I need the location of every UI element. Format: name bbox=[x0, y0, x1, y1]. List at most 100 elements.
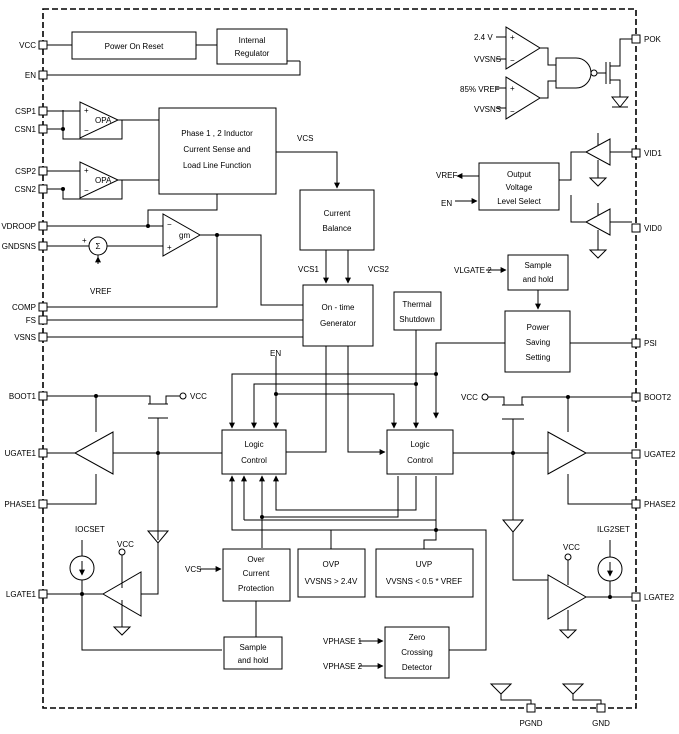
opa-2-amplifier bbox=[79, 161, 120, 199]
vphase2-label: VPHASE 2 bbox=[323, 662, 363, 671]
pin-gnd: GND bbox=[592, 719, 610, 728]
output-voltage-label-1: Output bbox=[507, 170, 532, 179]
comparator-2 bbox=[505, 76, 541, 120]
vphase1-label: VPHASE 1 bbox=[323, 637, 363, 646]
ugate2-driver bbox=[547, 431, 588, 475]
vlgate2-label: VLGATE 2 bbox=[454, 266, 492, 275]
sample-bottom-label-2: and hold bbox=[238, 656, 269, 665]
sigma-plus: + bbox=[82, 236, 87, 245]
chip-outline bbox=[42, 8, 637, 709]
sample-top-label-2: and hold bbox=[523, 275, 554, 284]
pgnd-ground bbox=[489, 683, 532, 704]
pin-ugate2: UGATE2 bbox=[644, 450, 676, 459]
power-saving-label-1: Power bbox=[527, 323, 550, 332]
cmp2-plus: + bbox=[510, 84, 515, 93]
pin-phase2: PHASE2 bbox=[644, 500, 676, 509]
v85-label: 85% VREF bbox=[460, 85, 500, 94]
vcc-label-boot2: VCC bbox=[461, 393, 478, 402]
sigma-label: Σ bbox=[96, 242, 101, 251]
pin-vdroop: VDROOP bbox=[1, 222, 36, 231]
regulator-label-1: Internal bbox=[239, 36, 266, 45]
current-sense-label-2: Current Sense and bbox=[183, 145, 250, 154]
pin-gndsns: GNDSNS bbox=[2, 242, 36, 251]
vcs-label-ocp: VCS bbox=[185, 565, 201, 574]
pin-csp1: CSP1 bbox=[15, 107, 36, 116]
opa-1-minus: − bbox=[84, 126, 89, 135]
logic-left-label-1: Logic bbox=[244, 440, 263, 449]
vcs-label: VCS bbox=[297, 134, 313, 143]
logic-right-label-1: Logic bbox=[410, 440, 429, 449]
uvp-label: UVP bbox=[416, 560, 432, 569]
iocset-label: IOCSET bbox=[75, 525, 105, 534]
v24-label: 2.4 V bbox=[474, 33, 493, 42]
pin-boot1: BOOT1 bbox=[9, 392, 37, 401]
pin-boot2: BOOT2 bbox=[644, 393, 672, 402]
vref-label-sum: VREF bbox=[90, 287, 111, 296]
vvsns-label-2: VVSNS bbox=[474, 105, 501, 114]
pin-vcc: VCC bbox=[19, 41, 36, 50]
current-balance-block bbox=[299, 189, 375, 251]
gnd-ground bbox=[561, 683, 602, 704]
cmp1-plus: + bbox=[510, 33, 515, 42]
left-pins: VCC EN CSP1 CSN1 CSP2 CSN2 VDROOP GNDSNS… bbox=[1, 40, 48, 599]
cmp1-minus: − bbox=[510, 56, 515, 65]
ocp-label-1: Over bbox=[247, 555, 265, 564]
current-balance-label-2: Balance bbox=[323, 224, 352, 233]
current-sense-block bbox=[158, 107, 277, 195]
pin-csn2: CSN2 bbox=[15, 185, 37, 194]
lgate2-driver bbox=[547, 574, 587, 620]
output-voltage-label-2: Voltage bbox=[506, 183, 533, 192]
ovp-block bbox=[297, 548, 366, 598]
ocp-label-2: Current bbox=[243, 569, 270, 578]
pin-vid0: VID0 bbox=[644, 224, 662, 233]
power-on-reset-block bbox=[71, 31, 197, 60]
sample-hold-top-block bbox=[507, 254, 569, 291]
ilg2set-label: ILG2SET bbox=[597, 525, 630, 534]
boot2-mosfet bbox=[488, 396, 632, 420]
logic-control-right bbox=[386, 429, 454, 475]
pin-pok: POK bbox=[644, 35, 662, 44]
ontime-label-1: On - time bbox=[322, 303, 355, 312]
vcs1-label: VCS1 bbox=[298, 265, 319, 274]
pin-csn1: CSN1 bbox=[15, 125, 37, 134]
ocp-label-3: Protection bbox=[238, 584, 274, 593]
pin-csp2: CSP2 bbox=[15, 167, 36, 176]
zero-cross-label-2: Crossing bbox=[401, 648, 433, 657]
opa-1-amplifier bbox=[79, 101, 120, 139]
gm-label: gm bbox=[179, 231, 190, 240]
vcc-label-lgate1: VCC bbox=[117, 540, 134, 549]
power-saving-block bbox=[504, 310, 571, 373]
uvp-condition: VVSNS < 0.5 * VREF bbox=[386, 577, 462, 586]
pin-comp: COMP bbox=[12, 303, 36, 312]
current-sense-label-1: Phase 1 , 2 Inductor bbox=[181, 129, 253, 138]
en-label-mid: EN bbox=[270, 349, 281, 358]
ontime-generator-block bbox=[302, 284, 374, 347]
zero-cross-label-3: Detector bbox=[402, 663, 433, 672]
current-balance-label-1: Current bbox=[324, 209, 351, 218]
pin-lgate1: LGATE1 bbox=[6, 590, 37, 599]
output-voltage-block bbox=[478, 162, 560, 211]
pin-vsns: VSNS bbox=[14, 333, 36, 342]
thermal-shutdown-block bbox=[393, 291, 442, 331]
power-on-reset-label: Power On Reset bbox=[105, 42, 164, 51]
vcc-label-lgate2: VCC bbox=[563, 543, 580, 552]
gm-plus: + bbox=[167, 243, 172, 252]
vvsns-label-1: VVSNS bbox=[474, 55, 501, 64]
sample-bottom-label-1: Sample bbox=[239, 643, 267, 652]
current-sense-label-3: Load Line Function bbox=[183, 161, 251, 170]
vid0-buffer bbox=[584, 208, 611, 236]
ontime-label-2: Generator bbox=[320, 319, 356, 328]
logic-control-left bbox=[221, 429, 287, 475]
zero-cross-label-1: Zero bbox=[409, 633, 426, 642]
cmp2-minus: − bbox=[510, 107, 515, 116]
gm-amplifier bbox=[162, 213, 202, 257]
pin-phase1: PHASE1 bbox=[4, 500, 36, 509]
pin-pgnd: PGND bbox=[519, 719, 542, 728]
thermal-label-2: Shutdown bbox=[399, 315, 435, 324]
vcc-label-boot1: VCC bbox=[190, 392, 207, 401]
zero-crossing-block bbox=[384, 626, 450, 679]
boot1-mosfet bbox=[47, 395, 180, 419]
en-label-out: EN bbox=[441, 199, 452, 208]
ocp-block bbox=[222, 548, 291, 602]
